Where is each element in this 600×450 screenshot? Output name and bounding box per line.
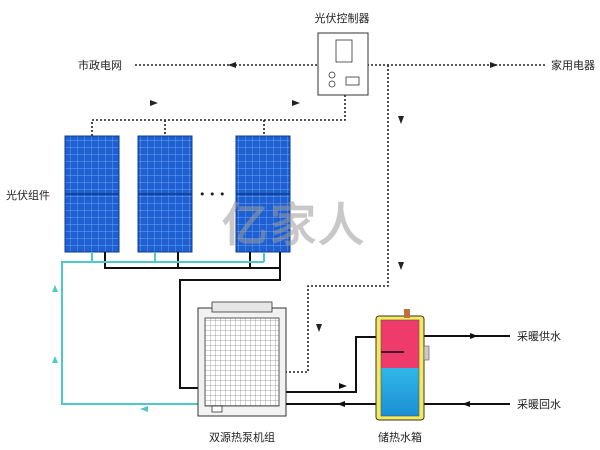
storage-tank: [375, 309, 430, 421]
pv-controller-device: [317, 32, 369, 96]
flow-arrows-electrical: [150, 62, 498, 332]
pv-modules-label: 光伏组件: [6, 188, 50, 202]
heat-pump-unit: [197, 301, 287, 417]
pv-dc-leads: [104, 252, 281, 389]
heat-pump-label: 双源热泵机组: [209, 430, 275, 444]
pv-panel: [235, 135, 291, 253]
pv-panel: [64, 135, 120, 253]
flow-arrows-water: [52, 285, 148, 412]
water-loop: [61, 252, 265, 405]
heating-supply-label: 采暖供水: [517, 329, 561, 343]
heating-return-label: 采暖回水: [517, 398, 561, 411]
ellipsis-label: • • •: [199, 188, 225, 201]
flow-arrows-hot-water: [337, 333, 478, 407]
watermark: 亿家人: [222, 198, 366, 252]
storage-tank-label: 储热水箱: [378, 430, 422, 444]
household-label: 家用电器: [551, 58, 595, 72]
pv-panel: [137, 135, 193, 253]
municipal-grid-label: 市政电网: [78, 58, 122, 72]
pv-controller-label: 光伏控制器: [315, 11, 370, 25]
